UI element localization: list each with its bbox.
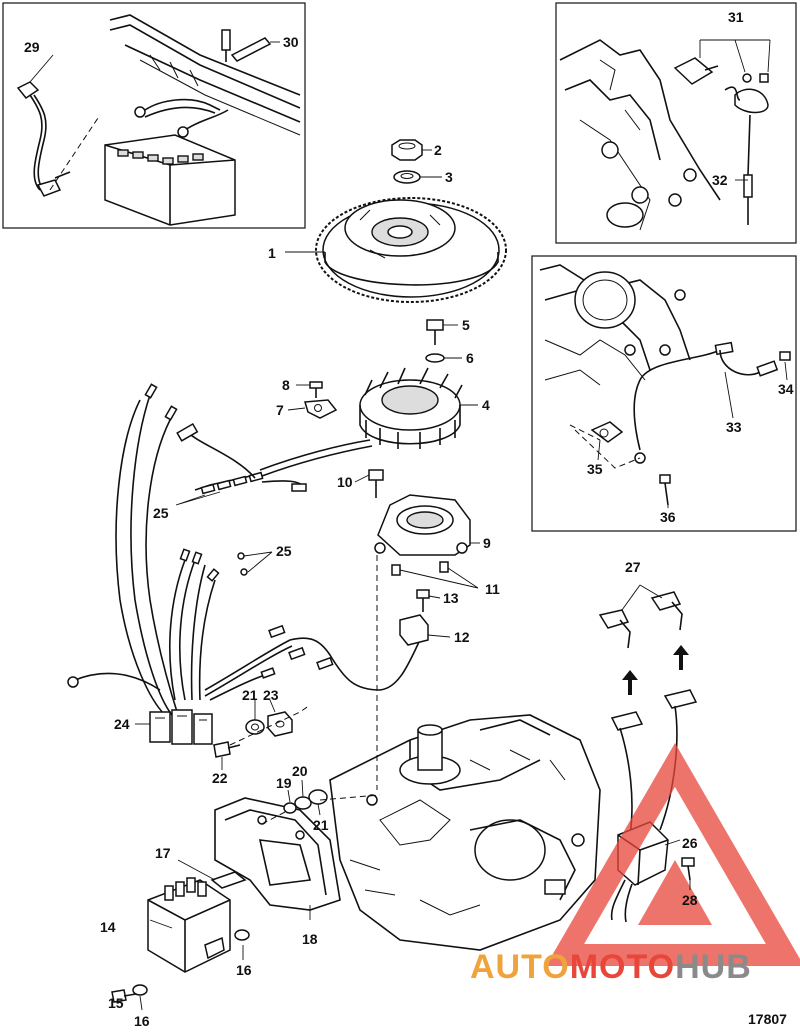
callout-13: 13 <box>443 590 459 606</box>
callout-24: 24 <box>114 716 130 732</box>
callout-34: 34 <box>778 381 794 397</box>
callout-7: 7 <box>276 402 284 418</box>
flywheel-art <box>315 139 507 303</box>
cdi-bracket-art <box>210 789 381 911</box>
callout-32: 32 <box>712 172 728 188</box>
callout-1: 1 <box>268 245 276 261</box>
figure-number: 17807 <box>748 1011 787 1027</box>
callout-21a: 21 <box>313 817 329 833</box>
callout-8: 8 <box>282 377 290 393</box>
callout-2: 2 <box>434 142 442 158</box>
callout-6: 6 <box>466 350 474 366</box>
callout-3: 3 <box>445 169 453 185</box>
switch-art <box>399 589 430 646</box>
inset-sensor-frame <box>555 2 797 244</box>
callout-4: 4 <box>482 397 490 413</box>
inset-ground-frame <box>531 255 797 532</box>
engine-block-art <box>329 555 601 951</box>
callout-30: 30 <box>283 34 299 50</box>
callout-27: 27 <box>625 559 641 575</box>
callout-labels: 1 2 3 4 5 6 7 8 9 10 11 12 13 14 15 16 1… <box>24 9 794 1029</box>
stator-art <box>259 319 463 477</box>
callout-16b: 16 <box>134 1013 150 1029</box>
callout-12: 12 <box>454 629 470 645</box>
callout-5: 5 <box>462 317 470 333</box>
callout-16a: 16 <box>236 962 252 978</box>
cdi-box-art <box>111 877 250 1003</box>
ground-inset-art <box>539 264 791 506</box>
callout-14: 14 <box>100 919 116 935</box>
callout-26: 26 <box>682 835 698 851</box>
callout-11: 11 <box>485 581 500 597</box>
callout-29: 29 <box>24 39 40 55</box>
callout-18: 18 <box>302 931 318 947</box>
callout-17: 17 <box>155 845 171 861</box>
callout-31: 31 <box>728 9 744 25</box>
callout-25a: 25 <box>153 505 169 521</box>
wiring-harness-art <box>67 383 421 745</box>
callout-10: 10 <box>337 474 353 490</box>
battery-inset-art <box>16 14 301 226</box>
sensor-inset-art <box>559 39 771 231</box>
trigger-plate-art <box>368 469 479 589</box>
callout-25b: 25 <box>276 543 292 559</box>
watermark-logo <box>545 743 800 966</box>
svg-text:AUTOMOTOHUB: AUTOMOTOHUB <box>470 948 752 986</box>
watermark-text-moto: MOTO <box>570 948 675 986</box>
callout-33: 33 <box>726 419 742 435</box>
small-hardware-art <box>213 704 311 758</box>
inset-battery-frame <box>2 2 306 229</box>
leader-lines <box>29 41 788 1011</box>
callout-21b: 21 <box>242 687 258 703</box>
watermark-text-hub: HUB <box>675 948 752 986</box>
callout-19: 19 <box>276 775 292 791</box>
callout-36: 36 <box>660 509 676 525</box>
callout-20: 20 <box>292 763 308 779</box>
callout-15: 15 <box>108 995 124 1011</box>
watermark-text-auto: AUTO <box>470 948 570 986</box>
callout-22: 22 <box>212 770 228 786</box>
callout-9: 9 <box>483 535 491 551</box>
callout-23: 23 <box>263 687 279 703</box>
callout-28: 28 <box>682 892 698 908</box>
callout-35: 35 <box>587 461 603 477</box>
